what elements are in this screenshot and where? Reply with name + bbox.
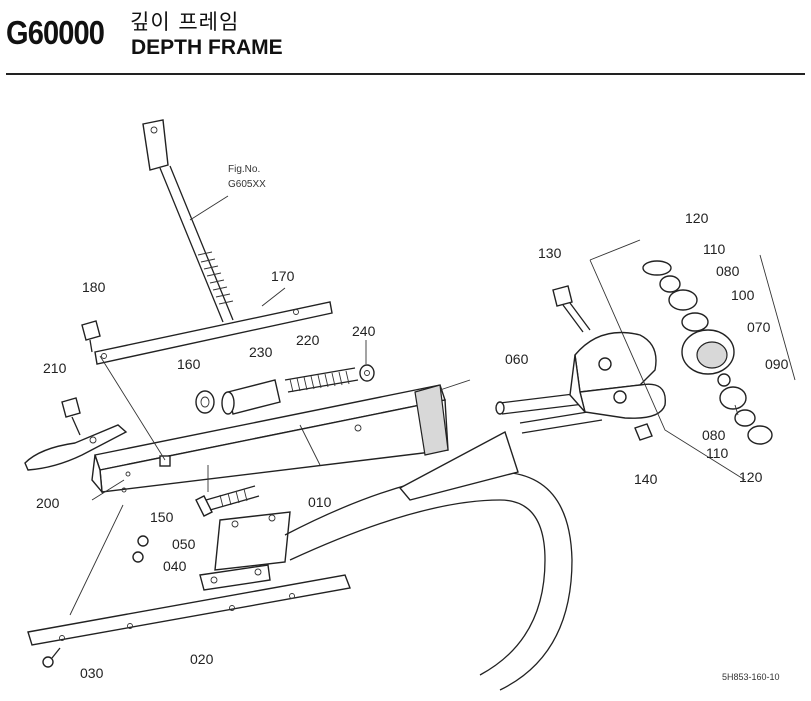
wheel-assembly <box>589 239 796 481</box>
callout-170: 170 <box>271 268 295 284</box>
callout-120-bottom: 120 <box>739 469 763 485</box>
part-160-bush <box>195 390 215 414</box>
callout-020: 020 <box>190 651 214 667</box>
part-180-bolt <box>81 320 101 353</box>
callout-050: 050 <box>172 536 196 552</box>
support-bracket <box>199 511 291 591</box>
part-170-plate <box>94 301 333 365</box>
callout-040: 040 <box>163 558 187 574</box>
part-200-lever <box>24 424 128 471</box>
callout-120-top: 120 <box>685 210 709 226</box>
part-100-ring <box>681 312 709 332</box>
fig-ref-label: Fig.No. <box>228 164 260 175</box>
callout-240: 240 <box>352 323 376 339</box>
drawing-number: 5H853-160-10 <box>722 672 780 682</box>
part-080-bearing-bottom <box>719 386 747 410</box>
part-060-shaft <box>495 391 603 434</box>
curved-pipe <box>284 430 573 691</box>
callout-110-top: 110 <box>703 241 726 257</box>
part-110-seal-top <box>659 275 681 293</box>
header-divider <box>6 73 805 75</box>
part-050-nut <box>137 535 149 547</box>
callout-220: 220 <box>296 332 320 348</box>
callout-070: 070 <box>747 319 771 335</box>
part-120-cap-top <box>642 260 672 276</box>
part-120-cap-bottom <box>747 425 773 445</box>
part-030-screw <box>42 647 61 668</box>
catalog-code: G60000 <box>6 14 105 51</box>
part-110-seal-bottom <box>734 409 756 427</box>
part-220-spring <box>284 367 359 393</box>
part-020-plate <box>27 574 351 646</box>
part-010-frame <box>91 384 449 495</box>
callout-150: 150 <box>150 509 174 525</box>
callout-100: 100 <box>731 287 755 303</box>
part-040-washer <box>132 551 144 563</box>
callout-010: 010 <box>308 494 332 510</box>
callout-030: 030 <box>80 665 104 681</box>
callout-080-top: 080 <box>716 263 740 279</box>
leader-lines <box>69 355 739 616</box>
callout-160: 160 <box>177 356 201 372</box>
part-230-pipe <box>221 379 281 415</box>
fig-ref-number: G605XX <box>228 179 266 190</box>
callout-110-bottom: 110 <box>706 445 729 461</box>
callout-130: 130 <box>538 245 562 261</box>
title-korean: 깊이 프레임 <box>130 10 240 34</box>
part-150-bolt <box>195 485 260 517</box>
part-240-washer <box>359 364 375 382</box>
fig-ref-leader <box>189 195 229 221</box>
callout-090: 090 <box>765 356 789 372</box>
callout-180: 180 <box>82 279 106 295</box>
callout-140: 140 <box>634 471 658 487</box>
callout-200: 200 <box>36 495 60 511</box>
callout-210: 210 <box>43 360 67 376</box>
fork-bracket <box>569 331 666 419</box>
callout-230: 230 <box>249 344 273 360</box>
callout-060: 060 <box>505 351 529 367</box>
callout-080-bottom: 080 <box>702 427 726 443</box>
part-090-spacer <box>717 373 731 387</box>
part-080-bearing-top <box>668 289 698 311</box>
adjusting-rod <box>142 119 234 323</box>
part-210-bolt <box>61 397 81 436</box>
part-130-pin <box>552 285 591 333</box>
title-english: DEPTH FRAME <box>131 36 283 59</box>
part-140-nut <box>634 423 653 441</box>
